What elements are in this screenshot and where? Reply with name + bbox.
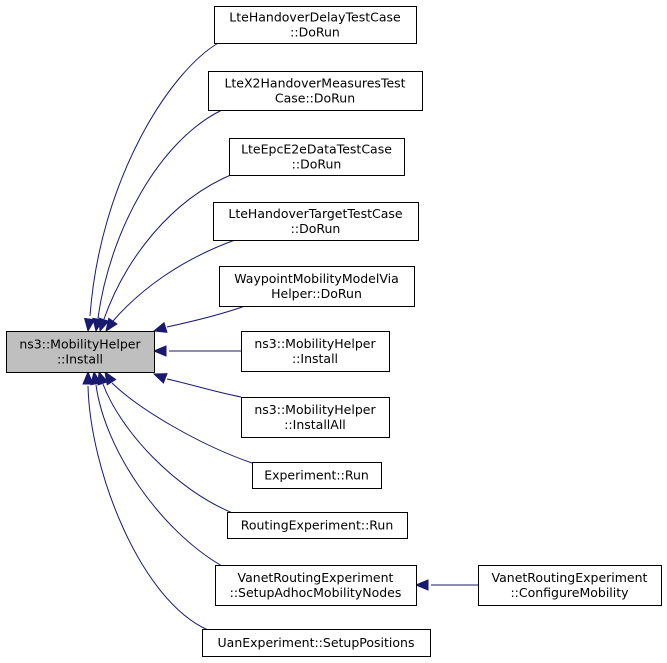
node-label: ::Install bbox=[57, 352, 103, 367]
node-label: ns3::MobilityHelper bbox=[254, 402, 376, 417]
node-box bbox=[213, 202, 419, 241]
edges bbox=[82, 41, 478, 631]
node-label: VanetRoutingExperiment bbox=[238, 570, 394, 585]
edge-mobility-install bbox=[152, 345, 241, 357]
node-uan-setup-positions[interactable]: UanExperiment::SetupPositions bbox=[202, 629, 431, 657]
node-experiment-run[interactable]: Experiment::Run bbox=[252, 462, 382, 489]
edge-vanet-setup-adhoc bbox=[90, 370, 223, 567]
edge-waypoint-mobility bbox=[152, 305, 246, 333]
node-label: LteHandoverTargetTestCase bbox=[228, 206, 403, 221]
node-label: ::DoRun bbox=[290, 25, 340, 40]
edge-lte-handover-delay-arrowhead bbox=[83, 317, 96, 333]
edge-lte-handover-target-line bbox=[112, 239, 236, 322]
node-box bbox=[252, 462, 382, 489]
edge-lte-epc-e2e bbox=[98, 173, 234, 333]
edge-routing-experiment-run bbox=[97, 370, 236, 515]
node-vanet-setup-adhoc[interactable]: VanetRoutingExperiment::SetupAdhocMobili… bbox=[215, 565, 417, 606]
edge-vanet-configure bbox=[414, 579, 478, 591]
edge-experiment-run bbox=[104, 370, 253, 464]
node-label: Case::DoRun bbox=[275, 91, 355, 106]
edge-mobility-install-all bbox=[152, 373, 242, 398]
edge-mobility-install-all-line bbox=[166, 378, 242, 398]
node-label: ::InstallAll bbox=[284, 417, 346, 432]
node-label: ns3::MobilityHelper bbox=[19, 337, 141, 352]
edge-waypoint-mobility-arrowhead bbox=[152, 321, 168, 333]
node-box bbox=[215, 565, 417, 606]
edge-mobility-install-all-arrowhead bbox=[152, 373, 168, 384]
node-label: WaypointMobilityModelVia bbox=[234, 271, 399, 286]
node-label: ::ConfigureMobility bbox=[510, 585, 629, 600]
node-lte-epc-e2e[interactable]: LteEpcE2eDataTestCase::DoRun bbox=[229, 138, 405, 176]
edge-waypoint-mobility-line bbox=[166, 305, 246, 328]
edge-lte-handover-target bbox=[105, 239, 236, 333]
node-label: Experiment::Run bbox=[264, 468, 369, 483]
node-box bbox=[208, 71, 423, 111]
node-lte-handover-target[interactable]: LteHandoverTargetTestCase::DoRun bbox=[213, 202, 419, 241]
node-label: ::DoRun bbox=[292, 157, 342, 172]
node-label: LteX2HandoverMeasuresTest bbox=[224, 76, 405, 91]
edge-vanet-configure-arrowhead bbox=[414, 579, 429, 591]
node-label: RoutingExperiment::Run bbox=[241, 518, 394, 533]
node-label: LteHandoverDelayTestCase bbox=[229, 10, 401, 25]
node-box bbox=[478, 565, 662, 606]
node-box bbox=[202, 629, 431, 657]
node-box bbox=[6, 331, 155, 373]
edge-experiment-run-line bbox=[111, 382, 253, 464]
edge-uan-setup-positions-line bbox=[87, 385, 209, 631]
node-label: ns3::MobilityHelper bbox=[254, 336, 376, 351]
node-vanet-configure-mobility[interactable]: VanetRoutingExperiment::ConfigureMobilit… bbox=[478, 565, 662, 606]
node-label: LteEpcE2eDataTestCase bbox=[241, 142, 392, 157]
node-routing-experiment-run[interactable]: RoutingExperiment::Run bbox=[227, 512, 408, 539]
node-box bbox=[227, 512, 408, 539]
node-mobility-install-caller[interactable]: ns3::MobilityHelper::Install bbox=[241, 331, 390, 372]
node-box bbox=[241, 397, 390, 438]
node-mobility-install-all[interactable]: ns3::MobilityHelper::InstallAll bbox=[241, 397, 390, 438]
node-label: UanExperiment::SetupPositions bbox=[218, 635, 415, 650]
node-label: ::Install bbox=[292, 351, 338, 366]
edge-experiment-run-arrowhead bbox=[104, 370, 117, 386]
edge-lte-handover-target-arrowhead bbox=[105, 317, 118, 333]
edge-lte-handover-delay-line bbox=[89, 41, 221, 317]
edge-lte-x2-handover-line bbox=[97, 109, 223, 319]
edge-mobility-install-arrowhead bbox=[152, 345, 167, 357]
node-lte-handover-delay[interactable]: LteHandoverDelayTestCase::DoRun bbox=[214, 6, 417, 44]
edge-routing-experiment-run-line bbox=[102, 383, 236, 515]
edge-lte-epc-e2e-line bbox=[103, 173, 234, 320]
node-box bbox=[229, 138, 405, 176]
node-label: Helper::DoRun bbox=[271, 286, 362, 301]
node-box bbox=[219, 266, 415, 307]
node-box bbox=[241, 331, 390, 372]
edge-lte-handover-delay bbox=[83, 41, 221, 333]
edge-vanet-setup-adhoc-line bbox=[95, 384, 223, 567]
edge-uan-setup-positions-arrowhead bbox=[82, 370, 94, 385]
edge-uan-setup-positions bbox=[82, 370, 209, 631]
node-label: ::SetupAdhocMobilityNodes bbox=[230, 585, 402, 600]
node-label: VanetRoutingExperiment bbox=[492, 570, 648, 585]
edge-lte-epc-e2e-arrowhead bbox=[98, 317, 110, 333]
edge-vanet-setup-adhoc-arrowhead bbox=[90, 370, 102, 386]
node-label: ::DoRun bbox=[291, 221, 341, 236]
nodes: ns3::MobilityHelper::Install LteHandoverD… bbox=[6, 6, 662, 657]
node-mobility-install[interactable]: ns3::MobilityHelper::Install bbox=[6, 331, 155, 373]
node-box bbox=[214, 6, 417, 44]
